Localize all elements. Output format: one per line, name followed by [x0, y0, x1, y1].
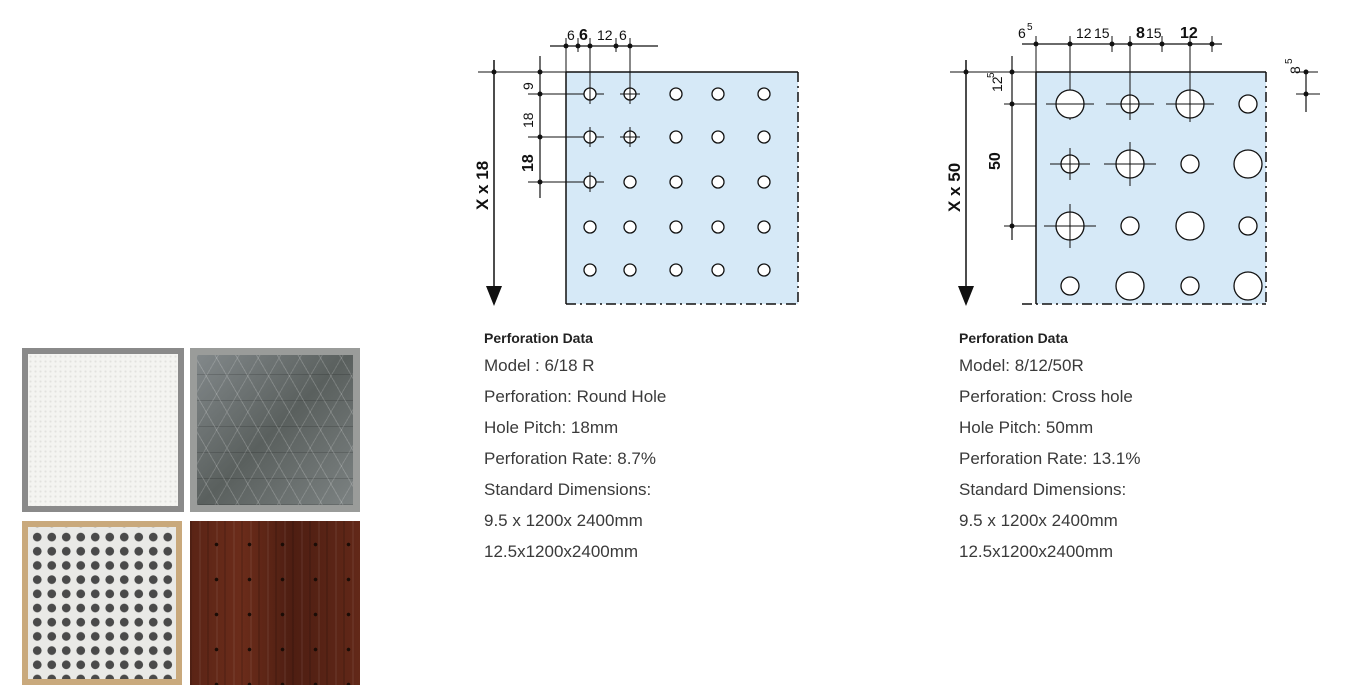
- perforation-data-heading: Perforation Data: [959, 330, 1068, 346]
- model-line: Model : 6/18 R: [484, 356, 595, 375]
- dim-right-top-1: 6: [1018, 25, 1026, 41]
- dim-right-corner-sup: 5: [986, 72, 997, 78]
- axis-label-right: X x 50: [945, 163, 964, 212]
- dim-left-side-1: 9: [520, 82, 536, 90]
- axis-arrow-left: [486, 286, 502, 306]
- perforation-data-left: Perforation Data Model : 6/18 R Perforat…: [484, 326, 666, 567]
- dim-right-top-3: 15: [1094, 25, 1110, 41]
- hole-pitch-line: Hole Pitch: 18mm: [484, 418, 619, 437]
- dimension-line-1: 9.5 x 1200x 2400mm: [484, 511, 643, 530]
- perforation-data-right: Perforation Data Model: 8/12/50R Perfora…: [959, 326, 1140, 567]
- perforation-data-heading: Perforation Data: [484, 330, 593, 346]
- dim-left-side-3: 18: [520, 154, 537, 172]
- standard-dimensions-line: Standard Dimensions:: [484, 480, 652, 499]
- dim-right-top-1-sup: 5: [1027, 22, 1033, 33]
- dim-left-top-1: 6: [567, 27, 575, 43]
- dim-right-top-5: 15: [1146, 25, 1162, 41]
- perforated-board-swatch: [22, 521, 182, 685]
- dimension-line-2: 12.5x1200x2400mm: [959, 542, 1114, 561]
- perforation-rate-line: Perforation Rate: 13.1%: [959, 449, 1141, 468]
- axis-arrow-right: [958, 286, 974, 306]
- dim-right-edge: 8: [1287, 66, 1303, 74]
- dim-right-side: 50: [987, 152, 1004, 170]
- hole-grid-left: [583, 87, 771, 277]
- dim-right-top-2: 12: [1076, 25, 1092, 41]
- white-board-swatch: [22, 348, 184, 512]
- perforation-line: Perforation: Cross hole: [959, 387, 1133, 406]
- metal-panel-swatch: [190, 348, 360, 512]
- wood-panel-swatch: [190, 521, 360, 685]
- axis-label-left: X x 18: [473, 161, 492, 210]
- dim-left-top-3: 12: [597, 27, 613, 43]
- model-line: Model: 8/12/50R: [959, 356, 1084, 375]
- dimension-line-1: 9.5 x 1200x 2400mm: [959, 511, 1118, 530]
- hole-pitch-line: Hole Pitch: 50mm: [959, 418, 1094, 437]
- dim-right-corner: 12: [989, 76, 1005, 92]
- dimension-line-2: 12.5x1200x2400mm: [484, 542, 639, 561]
- standard-dimensions-line: Standard Dimensions:: [959, 480, 1127, 499]
- dim-right-top-6: 12: [1180, 25, 1198, 42]
- dim-left-top-4: 6: [619, 27, 627, 43]
- dim-right-edge-sup: 5: [1284, 58, 1295, 64]
- perforation-line: Perforation: Round Hole: [484, 387, 667, 406]
- dim-right-top-4: 8: [1136, 25, 1145, 42]
- dim-left-top-2: 6: [579, 27, 588, 44]
- dim-left-side-2: 18: [520, 112, 536, 128]
- perforation-rate-line: Perforation Rate: 8.7%: [484, 449, 656, 468]
